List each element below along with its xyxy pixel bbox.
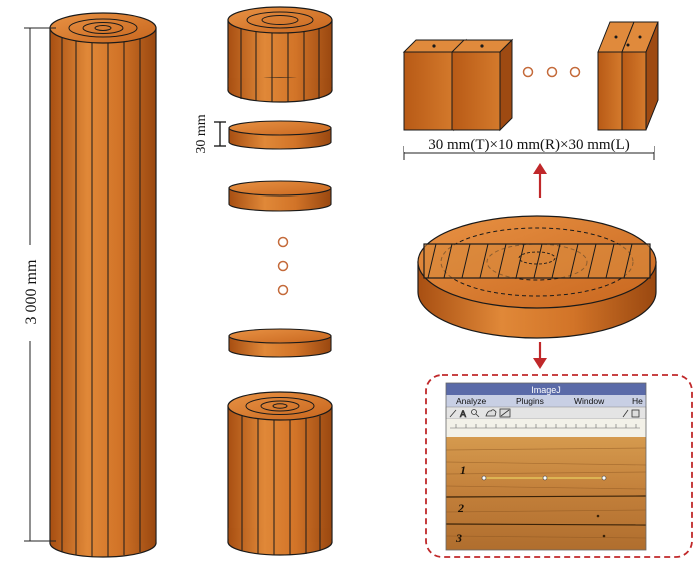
- imagej-toolbar-icons[interactable]: A: [449, 408, 640, 419]
- disc-thickness-label: 30 mm: [194, 114, 209, 153]
- large-disc-cut-pattern: [417, 215, 657, 339]
- horizontal-ellipsis: [522, 66, 581, 78]
- disc-3: [228, 328, 332, 358]
- imagej-menu-plugins[interactable]: Plugins: [516, 396, 544, 406]
- log-cylinder: [49, 12, 157, 558]
- imagej-menu-analyze[interactable]: Analyze: [456, 396, 487, 406]
- imagej-window: ImageJ Analyze Plugins Window He A: [445, 382, 647, 551]
- imagej-title: ImageJ: [531, 385, 561, 395]
- imagej-mark-1: 1: [460, 463, 466, 477]
- imagej-ruler-ticks: [450, 424, 640, 429]
- specimen-board-group-right: [597, 21, 659, 131]
- top-log-section: [227, 6, 333, 103]
- imagej-menu-window[interactable]: Window: [574, 396, 605, 406]
- svg-text:A: A: [460, 409, 466, 419]
- arrow-to-imagej: [533, 342, 547, 369]
- disc-1: [228, 120, 332, 150]
- imagej-mark-3: 3: [455, 531, 462, 545]
- vertical-ellipsis: [277, 236, 289, 296]
- imagej-menu-help[interactable]: He: [632, 396, 643, 406]
- imagej-wood-image[interactable]: [446, 437, 646, 550]
- specimen-size-label: 30 mm(T)×10 mm(R)×30 mm(L): [428, 137, 629, 153]
- imagej-mark-2: 2: [457, 501, 464, 515]
- log-length-label: 3 000 mm: [23, 259, 40, 324]
- specimen-board-group-left: [402, 38, 514, 132]
- imagej-dashed-frame: [425, 374, 693, 558]
- disc-thickness-dimension: [214, 121, 226, 147]
- disc-2: [228, 180, 332, 212]
- arrow-to-specimens: [533, 163, 547, 198]
- bottom-log-section: [227, 391, 333, 556]
